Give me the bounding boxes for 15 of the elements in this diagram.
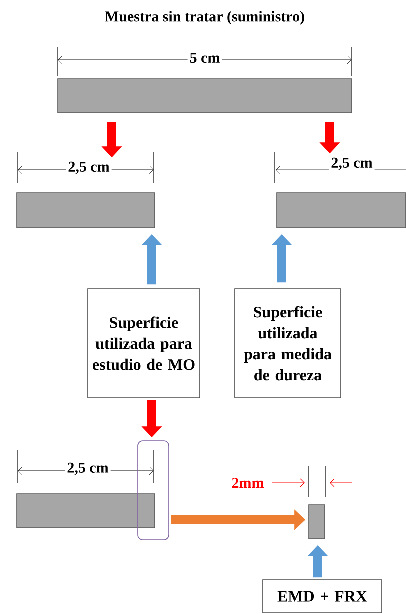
sample-bar (16, 494, 156, 528)
sample-bar (58, 78, 352, 114)
sample-bar (308, 504, 326, 540)
text-box: Superficie utilizada para estudio de MO (88, 288, 200, 398)
title: Muestra sin tratar (suministro) (105, 11, 304, 25)
text-box: EMD + FRX (262, 580, 382, 614)
selection-frame (138, 440, 170, 540)
sample-bar (276, 192, 406, 228)
dimension-label: 2mm (230, 476, 266, 490)
dimension-label: 2,5 cm (65, 460, 111, 478)
sample-bar (16, 192, 156, 228)
dimension-label: 2,5 cm (329, 156, 375, 172)
text-box: Superficie utilizada para medida de dureza (234, 288, 342, 398)
dimension-label: 5 cm (188, 51, 222, 65)
dimension-label: 2,5 cm (66, 160, 112, 176)
